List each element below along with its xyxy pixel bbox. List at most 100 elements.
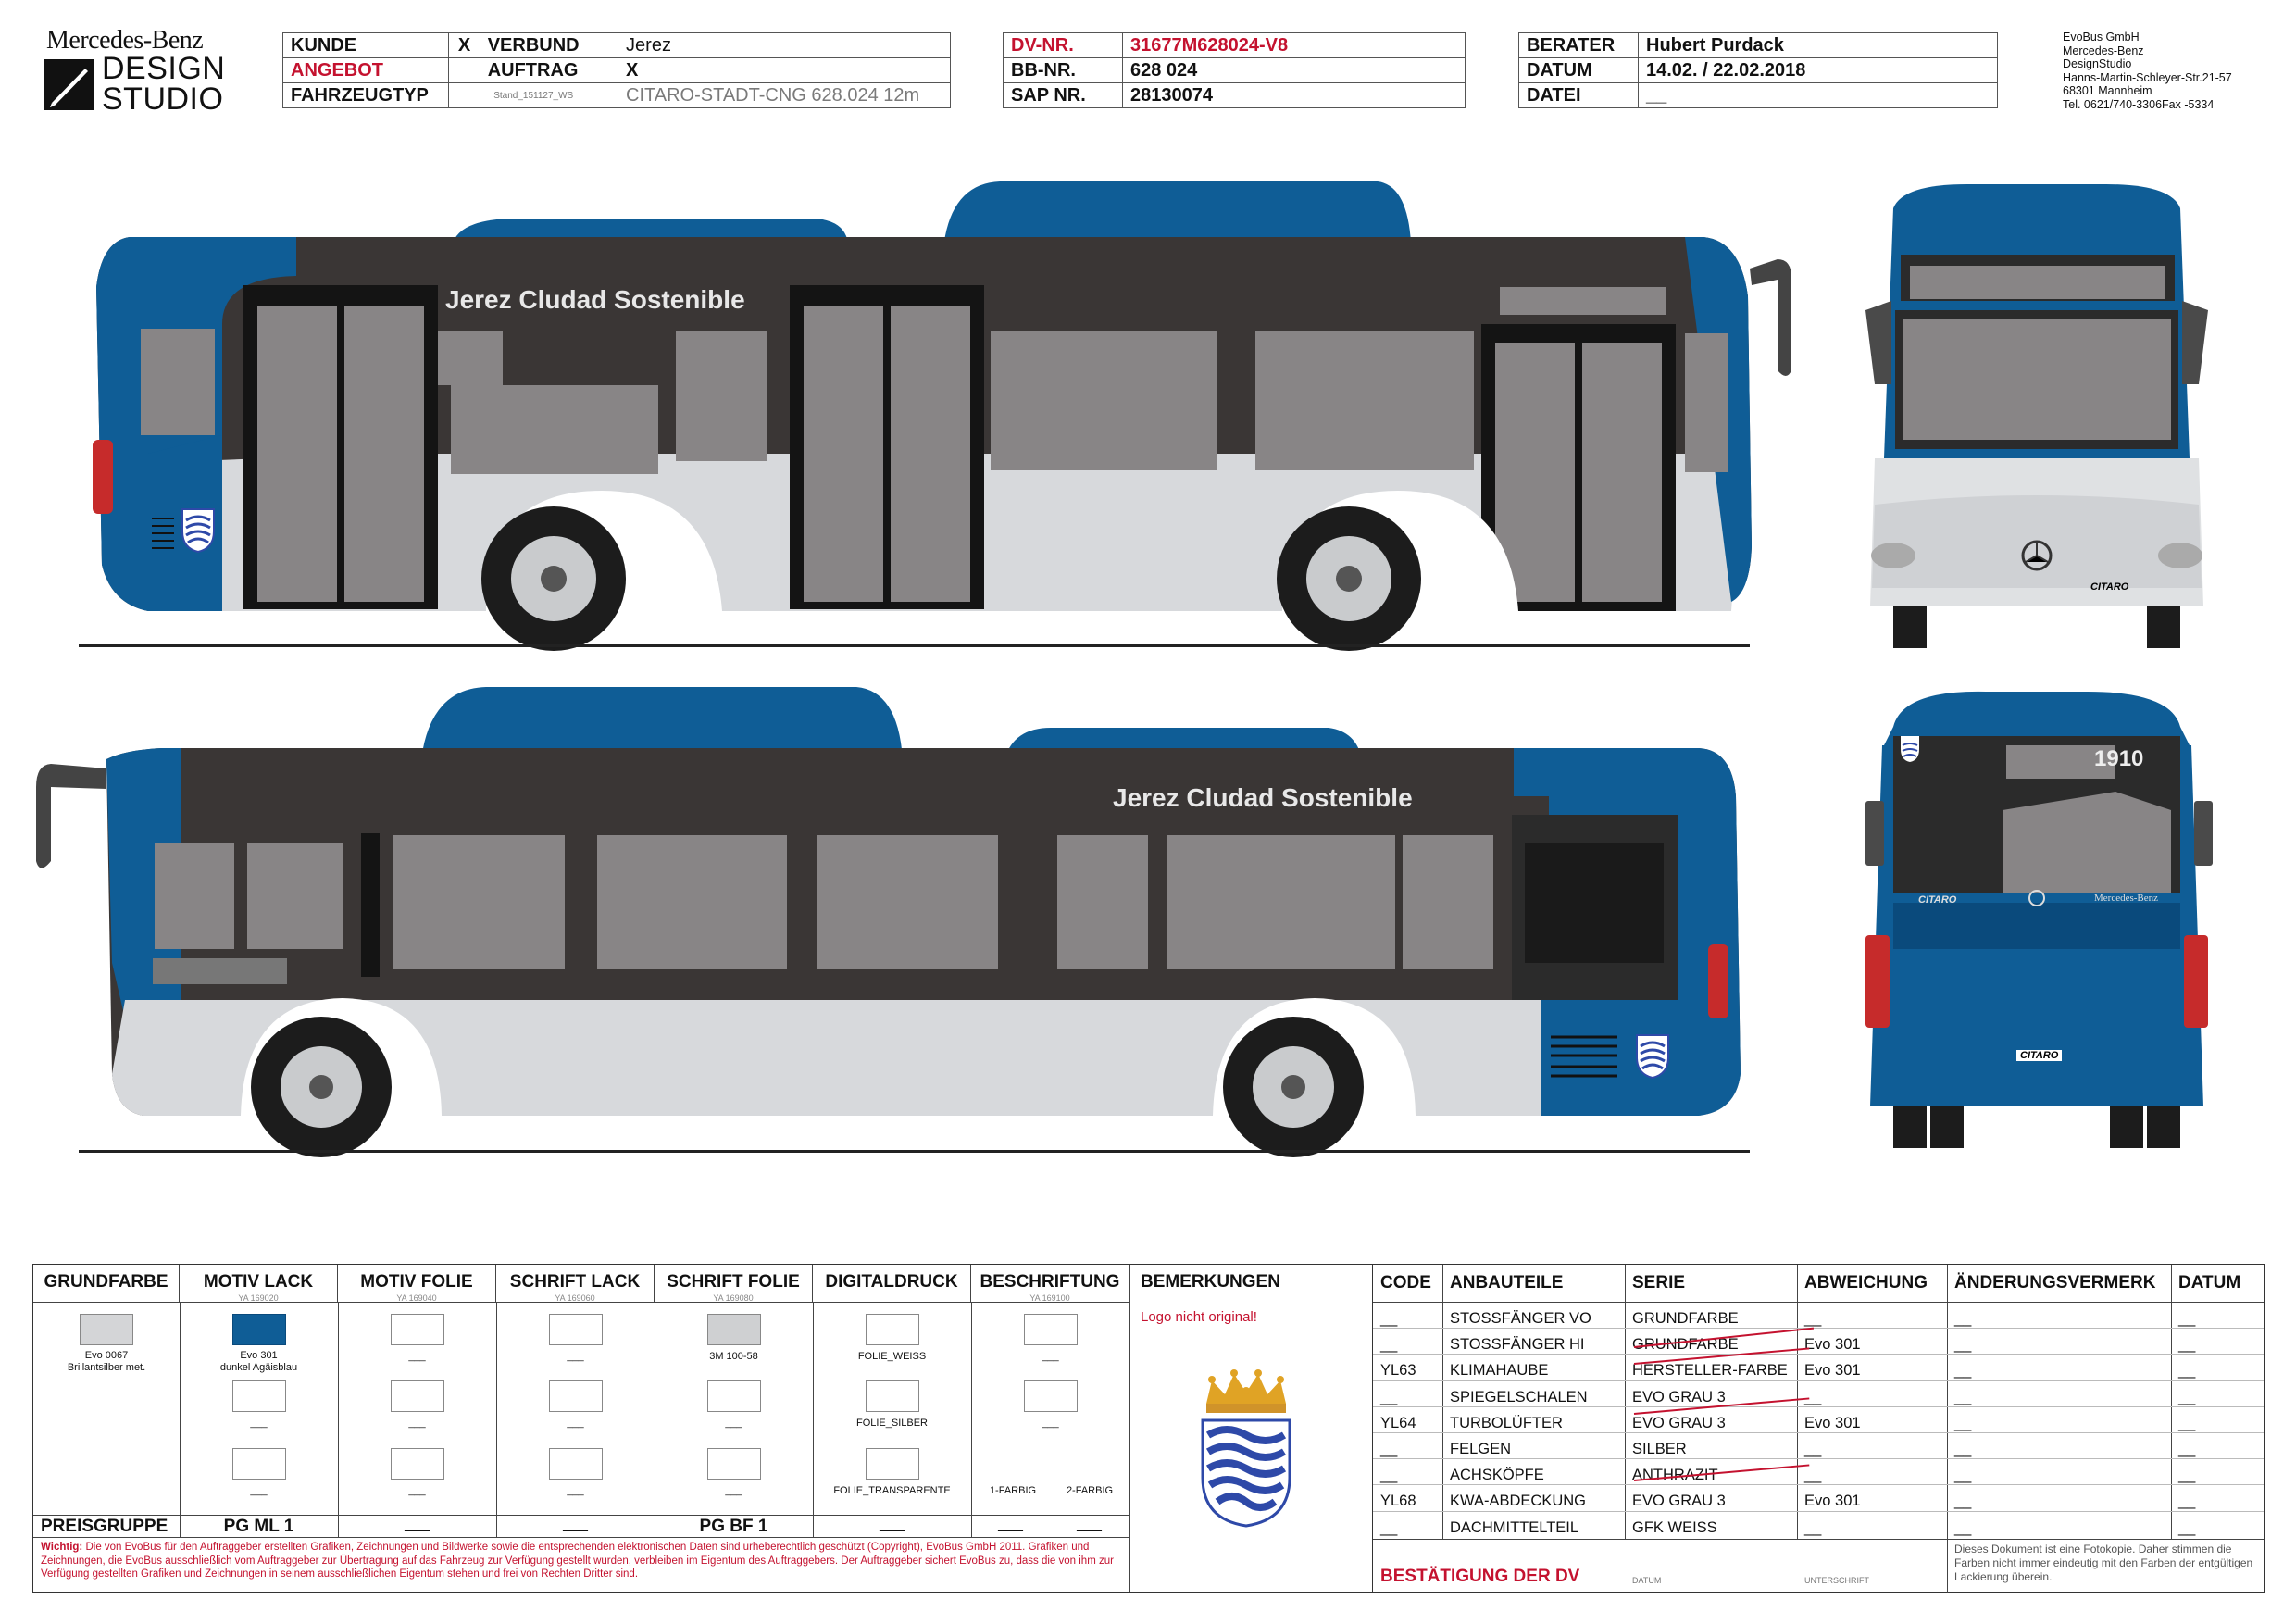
swatch-empty <box>391 1448 444 1480</box>
row-divider <box>1373 1328 2264 1330</box>
swatch-empty <box>866 1314 919 1345</box>
col-aenderungsvermerk: ÄNDERUNGSVERMERK <box>1954 1273 2156 1293</box>
slogan-side-right: Jerez Cludad Sostenible <box>445 285 745 314</box>
parts-cell-part: KWA-ABDECKUNG <box>1450 1493 1586 1510</box>
pen-emblem-icon <box>44 59 94 110</box>
divider <box>496 1302 497 1537</box>
price-schrift-folie: PG BF 1 <box>699 1517 768 1536</box>
parts-cell-code: __ <box>1380 1467 1398 1484</box>
dash: ___ <box>725 1418 742 1429</box>
dash: ___ <box>408 1418 426 1429</box>
col-abweichung: ABWEICHUNG <box>1804 1273 1928 1293</box>
price-dash: ___ <box>1077 1517 1102 1532</box>
swatch-empty <box>549 1448 603 1480</box>
parts-cell-code: YL63 <box>1380 1362 1416 1380</box>
label-berater: BERATER <box>1518 32 1639 58</box>
parts-cell-code: __ <box>1380 1441 1398 1457</box>
brand-logo: Mercedes-Benz DESIGN STUDIO <box>44 26 230 117</box>
row-divider <box>1373 1484 2264 1486</box>
brand-design: DESIGN <box>102 51 226 86</box>
parts-cell-code: __ <box>1380 1310 1398 1327</box>
label-fahrzeugtyp: FAHRZEUGTYP <box>281 82 450 108</box>
label-datei: DATEI <box>1518 82 1639 108</box>
row-divider <box>1373 1380 2264 1381</box>
swatch-empty <box>707 1448 761 1480</box>
beschriftung-2-farbig: 2-FARBIG <box>1066 1485 1114 1496</box>
address-line: Tel. 0621/740-3306Fax -5334 <box>2063 97 2215 111</box>
parts-cell-abw: Evo 301 <box>1804 1414 1861 1431</box>
header-table-dv: DV-NR. 31677M628024-V8 BB-NR. 628 024 SA… <box>1003 32 1466 108</box>
address-line: Mercedes-Benz <box>2063 44 2144 57</box>
col-serie: SERIE <box>1632 1273 1686 1293</box>
parts-cell-datum: __ <box>2178 1362 2196 1380</box>
legal-notice: Wichtig: Die von EvoBus für den Auftragg… <box>41 1542 1114 1580</box>
bus-side-left-drawing <box>36 687 1741 1157</box>
divider <box>180 1302 181 1537</box>
digital-folie-weiss: FOLIE_WEISS <box>857 1351 927 1362</box>
price-dash: ___ <box>998 1517 1023 1532</box>
price-motiv-lack: PG ML 1 <box>223 1517 294 1536</box>
divider <box>33 1302 1129 1303</box>
dash: ___ <box>567 1418 584 1429</box>
slogan-side-left: Jerez Cludad Sostenible <box>1113 783 1413 812</box>
remarks-text: Logo nicht original! <box>1141 1309 1257 1325</box>
brand-studio: STUDIO <box>102 81 224 117</box>
row-divider <box>1373 1354 2264 1355</box>
rear-brand-label: Mercedes-Benz <box>2094 893 2159 904</box>
bus-side-right-drawing <box>93 181 1791 651</box>
label-bb-nr: BB-NR. <box>1003 57 1123 83</box>
grundfarbe-code: Evo 0067 <box>84 1350 129 1361</box>
dash: ___ <box>1042 1351 1059 1362</box>
parts-cell-abw: Evo 301 <box>1804 1493 1861 1510</box>
divider <box>1625 1265 1626 1539</box>
parts-cell-aend: __ <box>1954 1414 1972 1431</box>
divider <box>1129 1265 1130 1592</box>
parts-cell-code: __ <box>1380 1336 1398 1354</box>
row-divider <box>1373 1510 2264 1512</box>
swatch-motiv-lack <box>232 1314 286 1345</box>
parts-cell-part: TURBOLÜFTER <box>1450 1414 1563 1431</box>
parts-cell-part: KLIMAHAUBE <box>1450 1362 1549 1380</box>
digital-folie-transparente: FOLIE_TRANSPARENTE <box>833 1485 951 1496</box>
divider <box>813 1302 814 1537</box>
parts-cell-serie: EVO GRAU 3 <box>1632 1493 1726 1510</box>
label-auftrag: AUFTRAG <box>479 57 619 83</box>
col-datum: DATUM <box>2178 1273 2241 1293</box>
value-datei: __ <box>1638 82 1998 108</box>
parts-cell-part: SPIEGELSCHALEN <box>1450 1388 1588 1405</box>
header-table-berater: BERATER Hubert Purdack DATUM 14.02. / 22… <box>1518 32 1998 108</box>
parts-cell-datum: __ <box>2178 1467 2196 1484</box>
dash: ___ <box>408 1351 426 1362</box>
label-verbund: VERBUND <box>479 32 619 58</box>
address-line: EvoBus GmbH <box>2063 31 2140 44</box>
confirm-sign: UNTERSCHRIFT <box>1804 1576 1869 1585</box>
value-dv-nr: 31677M628024-V8 <box>1122 32 1466 58</box>
jerez-coat-of-arms-icon <box>1201 1369 1292 1528</box>
rear-model-label: CITARO <box>1918 894 1957 906</box>
divider <box>33 1537 1129 1538</box>
front-badge: CITARO <box>2090 581 2129 593</box>
dash: ___ <box>250 1485 268 1496</box>
divider <box>1947 1265 1948 1539</box>
row-divider <box>1373 1432 2264 1433</box>
divider <box>1373 1302 2264 1303</box>
value-bb-nr: 628 024 <box>1122 57 1466 83</box>
price-dash: ___ <box>405 1517 430 1532</box>
swatch-empty <box>549 1314 603 1345</box>
parts-cell-aend: __ <box>1954 1467 1972 1484</box>
col-bemerkungen: BEMERKUNGEN <box>1141 1272 1280 1292</box>
mark-angebot <box>448 57 480 83</box>
parts-cell-abw: __ <box>1804 1518 1822 1536</box>
row-divider <box>1373 1405 2264 1407</box>
confirm-datum: DATUM <box>1632 1576 1662 1585</box>
parts-cell-abw: __ <box>1804 1441 1822 1457</box>
divider <box>1373 1539 2264 1540</box>
row-divider <box>1373 1458 2264 1460</box>
photocopy-note: Dieses Dokument ist eine Fotokopie. Dahe… <box>1954 1543 2253 1583</box>
parts-cell-aend: __ <box>1954 1518 1972 1536</box>
motiv-lack-code: Evo 301 <box>240 1350 278 1361</box>
parts-cell-aend: __ <box>1954 1310 1972 1327</box>
swatch-empty <box>232 1448 286 1480</box>
